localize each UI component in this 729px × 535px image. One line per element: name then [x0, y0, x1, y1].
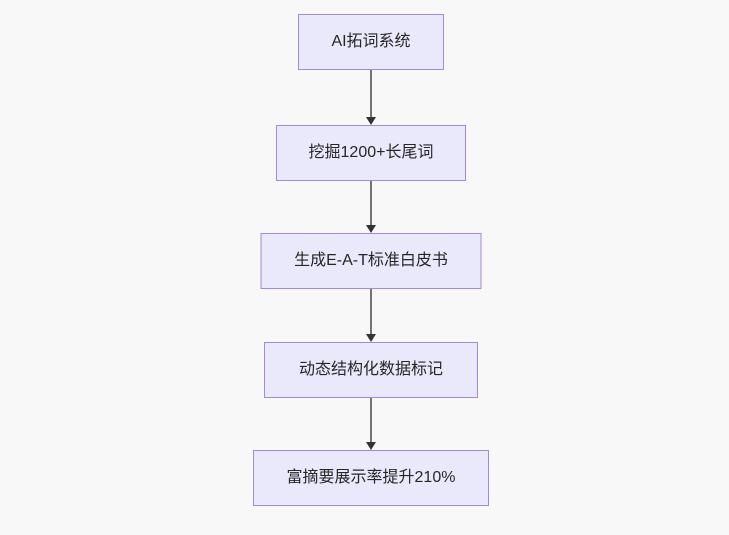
- edge-line: [370, 70, 372, 118]
- edge-line: [370, 289, 372, 335]
- edge-line: [370, 181, 372, 226]
- flow-edge-1: [365, 70, 377, 125]
- flow-node-rich-snippet-rate-increase[interactable]: 富摘要展示率提升210%: [253, 450, 489, 506]
- edge-line: [370, 398, 372, 443]
- flow-node-label: 动态结构化数据标记: [298, 361, 443, 378]
- arrow-head-down-icon: [366, 117, 376, 125]
- flow-edge-2: [365, 181, 377, 233]
- flow-node-dynamic-structured-data-markup[interactable]: 动态结构化数据标记: [264, 342, 478, 398]
- arrow-head-down-icon: [366, 442, 376, 450]
- flow-node-label: 生成E-A-T标准白皮书: [294, 252, 448, 269]
- flow-node-ai-keyword-system[interactable]: AI拓词系统: [298, 14, 444, 70]
- flow-node-label: 挖掘1200+长尾词: [308, 144, 434, 161]
- flow-edge-3: [365, 289, 377, 342]
- arrow-head-down-icon: [366, 225, 376, 233]
- flow-node-mine-longtail-keywords[interactable]: 挖掘1200+长尾词: [276, 125, 466, 181]
- flow-node-label: AI拓词系统: [331, 33, 411, 50]
- flow-node-label: 富摘要展示率提升210%: [286, 469, 456, 486]
- flow-edge-4: [365, 398, 377, 450]
- flow-node-generate-eat-whitepaper[interactable]: 生成E-A-T标准白皮书: [260, 233, 482, 289]
- arrow-head-down-icon: [366, 334, 376, 342]
